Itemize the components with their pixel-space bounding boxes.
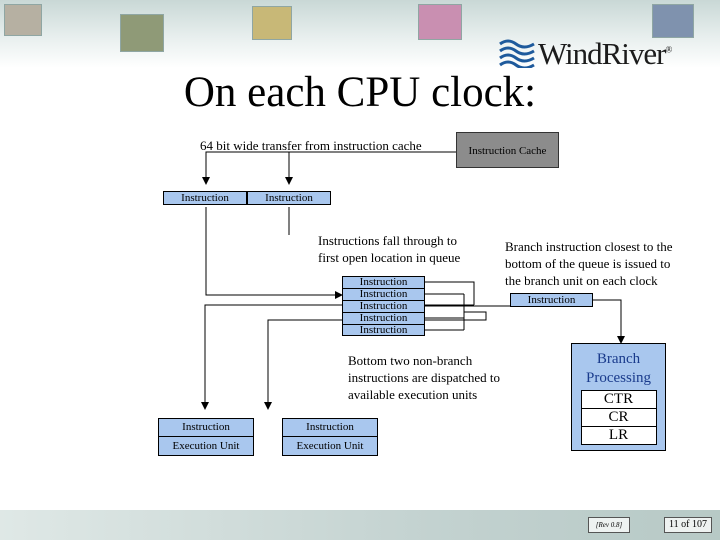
branch-processing-title-line-1: Branch: [596, 351, 641, 367]
transfer-label: 64 bit wide transfer from instruction ca…: [200, 138, 422, 153]
register-ctr: CTR: [581, 391, 656, 409]
queue-slot-2: Instruction: [343, 289, 424, 301]
queue-slot-4: Instruction: [343, 313, 424, 325]
branch-processing-title-line-2: Processing: [586, 370, 651, 386]
branch-note-line-2: bottom of the queue is issued to: [505, 256, 671, 271]
execution-unit-label: Execution Unit: [296, 440, 364, 452]
slide-title: On each CPU clock:: [183, 69, 537, 116]
execution-unit-2: Instruction Execution Unit: [282, 418, 378, 456]
queue-slot-5: Instruction: [359, 324, 408, 336]
logo-wordmark: WindRiver®: [538, 36, 672, 71]
register-lr: LR: [608, 427, 629, 443]
execution-unit-1: Instruction Execution Unit: [158, 418, 254, 456]
fetch-slot-1: Instruction: [163, 191, 247, 205]
banner-photo-5: [652, 4, 694, 38]
queue-slot-1: Instruction: [343, 277, 424, 289]
execution-unit-instruction: Instruction: [159, 419, 253, 437]
register-cr: CR: [581, 409, 656, 427]
wave-logo-icon: [499, 39, 535, 68]
instruction-cache-box: Instruction Cache: [456, 132, 559, 168]
branch-note-line-3: the branch unit on each clock: [505, 273, 658, 288]
dispatch-note-line-3: available execution units: [348, 387, 478, 402]
branch-processing-unit: Branch Processing CTR CR LR: [571, 343, 666, 451]
banner-photo-4: [418, 4, 462, 40]
windriver-logo: WindRiver®: [498, 36, 672, 72]
execution-unit-label: Execution Unit: [172, 440, 240, 452]
revision-label: [Rev 0.8]: [588, 517, 630, 533]
execution-unit-instruction: Instruction: [283, 419, 377, 437]
branch-note-line-1: Branch instruction closest to the: [505, 239, 673, 254]
dispatch-note-line-1: Bottom two non-branch: [348, 353, 473, 368]
instruction-queue: Instruction Instruction Instruction Inst…: [342, 276, 425, 336]
branch-instruction-box: Instruction: [510, 293, 593, 307]
banner-photo-3: [252, 6, 292, 40]
page-number: 11 of 107: [664, 517, 712, 533]
queue-slot-3: Instruction: [343, 301, 424, 313]
fetch-slot-2: Instruction: [247, 191, 331, 205]
dispatch-note-line-2: instructions are dispatched to: [348, 370, 500, 385]
fall-through-label-line-2: first open location in queue: [318, 250, 461, 265]
header-banner: [0, 0, 720, 68]
fall-through-label-line-1: Instructions fall through to: [318, 233, 458, 248]
banner-photo-2: [120, 14, 164, 52]
register-list: CTR CR LR: [580, 390, 657, 445]
banner-photo-1: [4, 4, 42, 36]
